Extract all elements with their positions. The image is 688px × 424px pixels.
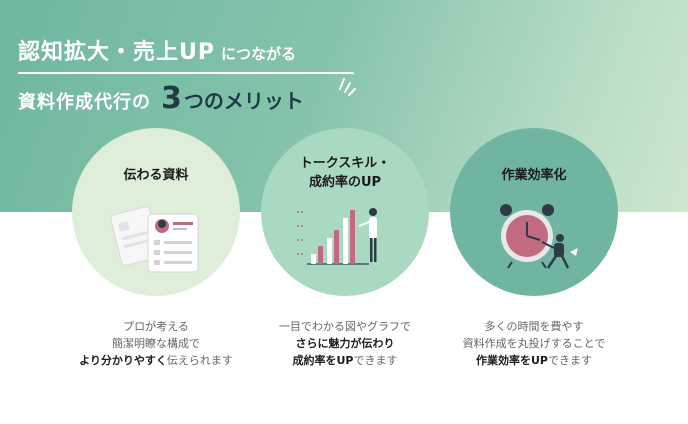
- caption-line: 作業効率をUPできます: [424, 352, 644, 369]
- headline-number: 3: [161, 81, 182, 116]
- merit-title-line1: トークスキル・: [299, 156, 391, 171]
- caption-tail: 伝えられます: [166, 354, 233, 367]
- caption-emphasis: 作業効率をUP: [476, 354, 548, 367]
- sparkle-icon: [339, 78, 356, 96]
- headline-suffix: つのメリット: [183, 89, 304, 113]
- merit-circle-conversion: トークスキル・ 成約率のUP: [261, 128, 429, 296]
- caption-emphasis: 成約率をUP: [292, 354, 354, 367]
- caption-line: 資料作成を丸投げすることで: [462, 337, 606, 350]
- merit-caption-clear-docs: プロが考える 簡潔明瞭な構成で より分かりやすく伝えられます: [46, 318, 266, 369]
- caption-line: 一目でわかる図やグラフで: [279, 320, 411, 333]
- caption-tail: できます: [548, 354, 592, 367]
- caption-emphasis: さらに魅力が伝わり: [295, 337, 395, 350]
- merit-title-line2: 成約率のUP: [308, 175, 382, 190]
- headline-main: 認知拡大・売上UP: [18, 40, 215, 65]
- caption-line: 簡潔明瞭な構成で: [112, 337, 200, 350]
- merit-title: トークスキル・ 成約率のUP: [261, 154, 429, 192]
- caption-tail: できます: [353, 354, 398, 367]
- merit-circle-efficiency: 作業効率化: [450, 128, 618, 296]
- headline-line1: 認知拡大・売上UP につながる: [18, 34, 354, 66]
- headline-sub: につながる: [221, 45, 297, 63]
- caption-line: より分かりやすく伝えられます: [46, 352, 266, 369]
- merit-circle-clear-docs: 伝わる資料: [72, 128, 240, 296]
- merit-caption-efficiency: 多くの時間を費やす 資料作成を丸投げすることで 作業効率をUPできます: [424, 318, 644, 369]
- headline: 認知拡大・売上UP につながる 資料作成代行の 3 つのメリット: [18, 34, 354, 114]
- merit-title: 作業効率化: [501, 168, 567, 183]
- caption-line: 成約率をUPできます: [235, 352, 455, 369]
- caption-line: 多くの時間を費やす: [484, 320, 584, 333]
- headline-line2: 資料作成代行の 3 つのメリット: [18, 84, 354, 114]
- alarm-clock-icon: [500, 204, 578, 269]
- headline-divider: [18, 72, 354, 74]
- caption-line: プロが考える: [123, 320, 189, 333]
- caption-emphasis: より分かりやすく: [79, 354, 167, 367]
- bar-chart-presenter-icon: [297, 208, 377, 265]
- merit-title: 伝わる資料: [123, 168, 189, 183]
- merit-caption-conversion: 一目でわかる図やグラフで さらに魅力が伝わり 成約率をUPできます: [235, 318, 455, 369]
- headline-prefix: 資料作成代行の: [18, 92, 151, 113]
- document-review-icon: [110, 206, 199, 273]
